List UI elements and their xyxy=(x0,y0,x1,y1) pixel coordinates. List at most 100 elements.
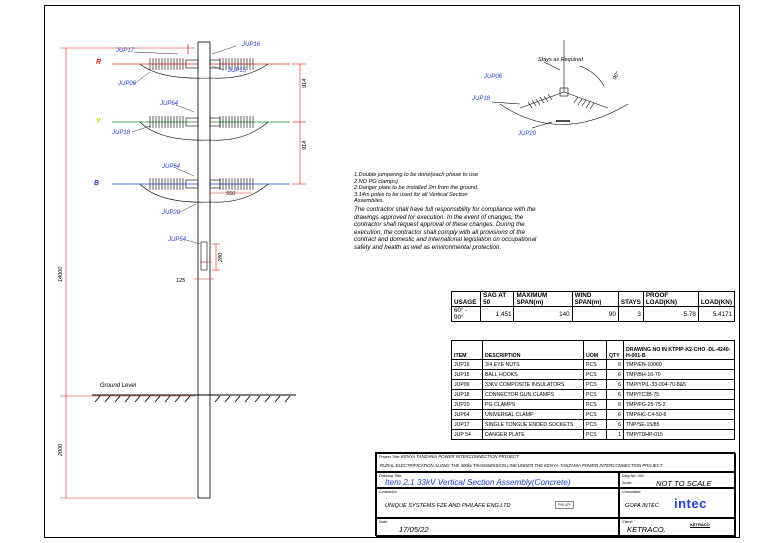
consultant-cell: Consultant: GOPA INTEC intec xyxy=(619,488,736,518)
leader-lines xyxy=(131,45,237,245)
client-name: KETRACO. xyxy=(627,525,666,534)
dwg-no-caption: Dwg No: 002 xyxy=(622,474,644,478)
items-cell: JUP20 xyxy=(451,399,483,410)
project-subtitle: RURAL ELECTRIFICATION ALONG THE 400kv TR… xyxy=(380,463,663,468)
items-cell: UNIVERSAL CLAMP xyxy=(482,409,584,420)
items-cell: JUP64 xyxy=(451,409,483,420)
items-cell: DANGER PLATE xyxy=(482,429,584,440)
usage-header: PROOF LOAD(KN) xyxy=(642,291,699,307)
items-cell: 6 xyxy=(606,419,624,430)
label-jup15: JUP15 xyxy=(228,68,247,74)
note-3: 3.14m poles to be used for all Vertical … xyxy=(354,191,468,198)
items-cell: PG CLAMPS xyxy=(482,399,584,410)
stay-title: Stays as Required xyxy=(538,57,583,63)
items-cell: 6 xyxy=(606,409,624,420)
items-cell: JUP 54 xyxy=(451,429,483,440)
label-jup64-mid: JUP64 xyxy=(162,164,181,170)
usage-header: SAG AT 50 xyxy=(480,291,515,307)
ketraco-logo: KETRACO xyxy=(690,522,710,528)
project-title: KENYA TANZANIA POWER INTERCONNECTION PRO… xyxy=(401,454,519,459)
items-cell: PCS xyxy=(583,369,607,380)
items-cell: TMP/HC-C4-50-6 xyxy=(623,409,735,420)
items-cell: 1 xyxy=(606,429,624,440)
items-table: ITEM DESCRIPTION UOM QTY DRAWING NO IN K… xyxy=(451,340,735,440)
note-1: 1.Double jumpering to be done(each phase… xyxy=(354,172,479,178)
drawing-title-caption: Drawing Title: xyxy=(379,474,403,478)
phase-r-assembly xyxy=(112,44,290,79)
drawing-title-cell: Drawing Title: Item 2.1 33kV Vertical Se… xyxy=(376,472,619,488)
usage-cell: 1.451 xyxy=(480,306,515,322)
project-title-caption: Project Title: xyxy=(379,455,401,459)
items-cell: 6 xyxy=(606,399,624,410)
items-cell: TNP/SE-15/85 xyxy=(623,419,735,430)
general-notes: 1.Double jumpering to be done(each phase… xyxy=(354,172,540,252)
items-cell: 3/4 EYE NUTS xyxy=(482,359,584,370)
label-jup64-top: JUP64 xyxy=(160,101,179,107)
items-cell: TMP/TDHP-015 xyxy=(623,429,735,440)
label-jup18: JUP18 xyxy=(112,130,131,136)
items-header: ITEM xyxy=(451,340,483,360)
phase-b-assembly xyxy=(112,178,290,203)
items-cell: PCS xyxy=(583,379,607,390)
phase-y-label: Y xyxy=(96,118,101,125)
philafe-logo: PHILAFE xyxy=(555,501,575,509)
contractor-cell: Contractor: UNIQUE SYSTEMS FZE AND PHILA… xyxy=(376,488,619,518)
items-cell: PCS xyxy=(583,419,607,430)
stay-label-jup06: JUP06 xyxy=(484,74,503,80)
usage-header: USAGE xyxy=(450,291,482,307)
items-cell: JUP18 xyxy=(451,389,483,400)
items-cell: JUP16 xyxy=(451,359,483,370)
items-cell: CONNECTOR GUN CLAMPS xyxy=(482,389,584,400)
title-block: Project Title: KENYA TANZANIA POWER INTE… xyxy=(375,452,736,537)
stay-label-jup18: JUP18 xyxy=(472,96,491,102)
usage-cell: 140 xyxy=(513,306,573,322)
label-jup54: JUP54 xyxy=(168,237,187,243)
dimension-280 xyxy=(212,243,220,271)
items-cell: PCS xyxy=(583,389,607,400)
usage-cell: 3 xyxy=(617,306,644,322)
drawing-title: Item 2.1 33kV Vertical Section Assembly(… xyxy=(385,478,571,487)
dim-125: 125 xyxy=(176,278,186,284)
items-cell: 33KV COMPOSITE INSULATORS xyxy=(482,379,584,390)
items-header: QTY xyxy=(606,340,624,360)
items-cell: PCS xyxy=(583,359,607,370)
scale-cell: Dwg No: 002 Scale: NOT TO SCALE xyxy=(619,472,736,488)
note-1b: 2 NO PG clamps) xyxy=(354,178,398,185)
scale-caption: Scale: xyxy=(622,481,633,485)
dimension-14000 xyxy=(60,47,195,397)
sheet-frame xyxy=(44,5,740,538)
dim-550: 550 xyxy=(226,191,236,197)
usage-cell: 5.78 xyxy=(642,306,699,322)
items-cell: JUP15 xyxy=(451,369,483,380)
items-cell: PCS xyxy=(583,429,607,440)
stay-label-jup20: JUP20 xyxy=(518,131,537,137)
consultant-name: GOPA INTEC xyxy=(625,503,659,509)
label-jup20: JUP20 xyxy=(162,210,181,216)
items-cell: PCS xyxy=(583,409,607,420)
items-cell: TMP/EN-10060 xyxy=(623,359,735,370)
items-cell: 6 xyxy=(606,359,624,370)
usage-cell: 5.4171 xyxy=(697,306,736,322)
note-paragraph: The contractor shall have full responsib… xyxy=(354,205,537,251)
items-cell: 6 xyxy=(606,379,624,390)
project-title-cell: Project Title: KENYA TANZANIA POWER INTE… xyxy=(376,453,736,472)
phase-y-assembly xyxy=(112,116,290,141)
usage-header: STAYS xyxy=(617,291,644,307)
date-cell: Date: 17/05/22 xyxy=(376,518,619,537)
client-cell: Client: KETRACO. KETRACO xyxy=(619,518,736,537)
items-cell: TMP/PG-25-75-2 xyxy=(623,399,735,410)
scale-value: NOT TO SCALE xyxy=(656,479,712,488)
intec-logo: intec xyxy=(674,496,707,511)
label-jup16: JUP16 xyxy=(242,42,261,48)
phase-b-label: B xyxy=(94,180,100,187)
